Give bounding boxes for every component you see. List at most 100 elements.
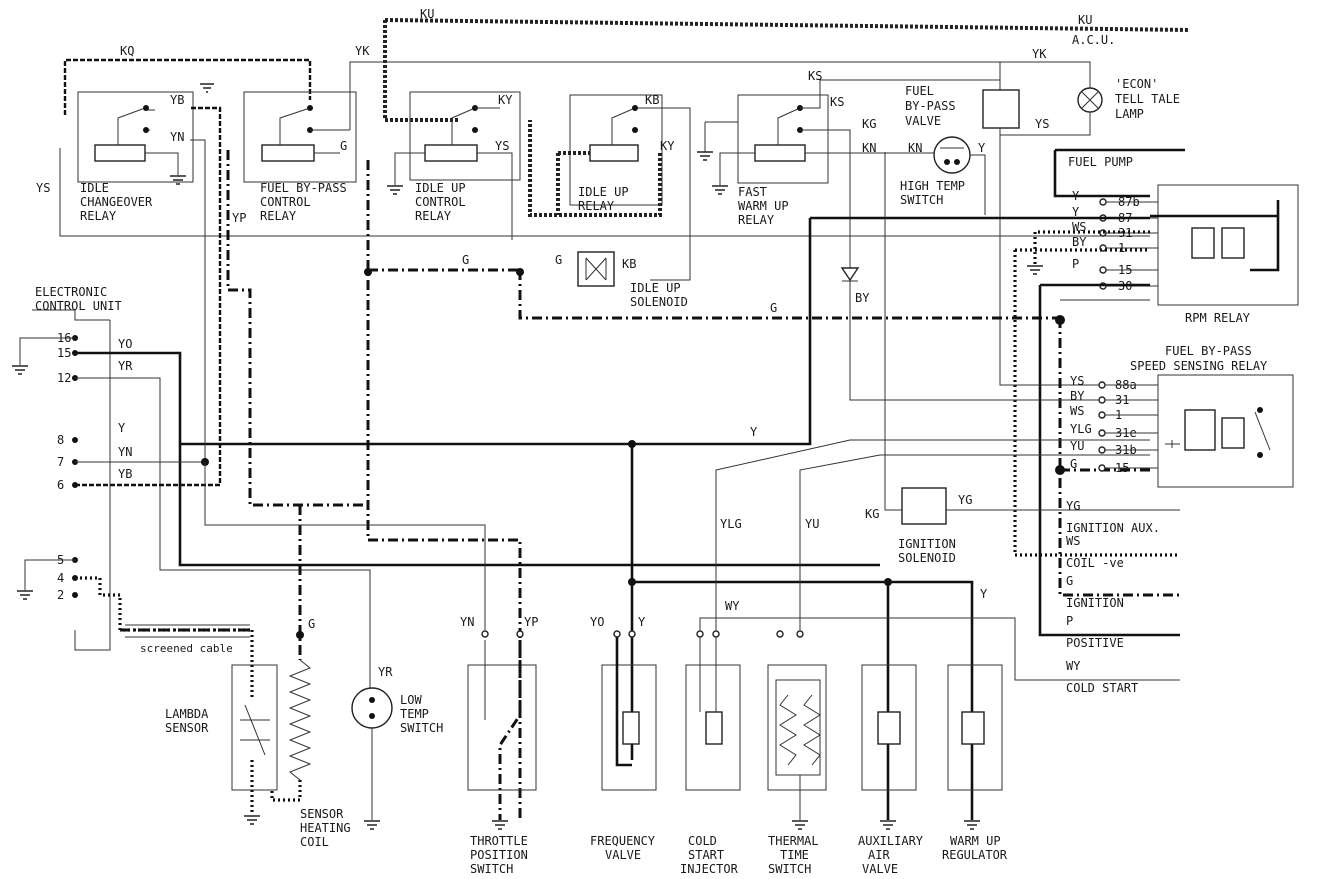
wire-code: Y	[638, 615, 646, 629]
harness-wire-code: G	[1066, 574, 1073, 588]
wire-code: KS	[830, 95, 844, 109]
idle-changeover-relay: YB YN IDLE CHANGEOVER RELAY YS	[36, 91, 194, 223]
ecu-pin-number: 15	[57, 346, 71, 360]
speed-pin-number: 31	[1115, 393, 1129, 407]
fuel-bypass-control-relay: G FUEL BY-PASS CONTROL RELAY	[200, 83, 357, 223]
fuel-bypass-valve: FUEL BY-PASS VALVE	[905, 84, 1150, 386]
harness-label: IGNITION AUX.	[1066, 521, 1160, 535]
screened-cable: screened cable	[120, 624, 250, 655]
speed-wire-code: YU	[1070, 439, 1084, 453]
rpm-wire-code: BY	[1072, 235, 1087, 249]
speed-pin-terminal	[1098, 381, 1106, 389]
relay-label: RELAY	[578, 199, 615, 213]
y-main-bus	[180, 218, 812, 446]
tps-label: SWITCH	[470, 862, 513, 876]
relay-label: FAST	[738, 185, 767, 199]
wire-code: G	[770, 301, 777, 315]
speed-wire-code: G	[1070, 457, 1077, 471]
harness-wire-code: P	[1066, 614, 1073, 628]
switch-label: SWITCH	[900, 193, 943, 207]
coil-label: HEATING	[300, 821, 351, 835]
kq-wire: KQ	[63, 44, 312, 115]
harness-wire-code: YG	[1066, 499, 1080, 513]
lambda-label: SENSOR	[165, 721, 209, 735]
rpm-pin-terminal	[1099, 198, 1107, 206]
idle-up-solenoid: KB IDLE UP SOLENOID	[577, 251, 688, 309]
valve-label: FUEL	[905, 84, 934, 98]
speed-wire-code: WS	[1070, 404, 1084, 418]
wire-code: YG	[958, 493, 972, 507]
warm-up-regulator: WARM UP REGULATOR	[942, 664, 1008, 862]
wire-code: WY	[725, 599, 740, 613]
high-temp-switch: KN Y HIGH TEMP SWITCH	[900, 136, 986, 215]
wire-code: YN	[460, 615, 474, 629]
screened-cable-label: screened cable	[140, 642, 233, 655]
wur-label: WARM UP	[950, 834, 1001, 848]
wire-code: Y	[980, 587, 988, 601]
speed-pin-terminal	[1098, 429, 1106, 437]
speed-pin-number: 31b	[1115, 443, 1137, 457]
relay-label: IDLE UP	[415, 181, 466, 195]
yu-wire	[799, 454, 1150, 630]
ws-dotted-bus	[1013, 230, 1180, 557]
wire-code: YP	[524, 615, 538, 629]
tts-label: TIME	[780, 848, 809, 862]
wire-code: YK	[1032, 47, 1047, 61]
wire-code: YR	[378, 665, 393, 679]
aav-label: AUXILIARY	[858, 834, 924, 848]
ecu-pin-number: 12	[57, 371, 71, 385]
positive-bus	[1038, 285, 1180, 637]
econ-tell-tale-lamp: 'ECON' TELL TALE LAMP YS	[1000, 77, 1180, 136]
speed-relay-label: FUEL BY-PASS	[1165, 344, 1252, 358]
wire-code: G	[555, 253, 562, 267]
solenoid-label: SOLENOID	[630, 295, 688, 309]
wire-code: G	[308, 617, 315, 631]
wire-code: YLG	[720, 517, 742, 531]
relay-label: CONTROL	[415, 195, 466, 209]
wire-code: YS	[495, 139, 509, 153]
speed-pin-number: 15	[1115, 461, 1129, 475]
wire-code: YN	[118, 445, 132, 459]
wire-code: G	[462, 253, 469, 267]
wire-code: YB	[118, 467, 132, 481]
fv-label: VALVE	[605, 848, 641, 862]
auxiliary-air-valve: AUXILIARY AIR VALVE	[858, 664, 924, 876]
rpm-pin-number: 87b	[1118, 195, 1140, 209]
csi-label: COLD	[688, 834, 717, 848]
wire-code: KY	[660, 139, 675, 153]
rpm-pin-number: 1	[1118, 241, 1125, 255]
speed-pin-terminal	[1098, 411, 1106, 419]
wire-code: KU	[1078, 13, 1092, 27]
switch-label: HIGH TEMP	[900, 179, 965, 193]
ecu-pin-number: 8	[57, 433, 64, 447]
low-temp-label: TEMP	[400, 707, 429, 721]
speed-wire-code: YS	[1070, 374, 1084, 388]
ylg-wire	[715, 439, 1150, 630]
tps-label: POSITION	[470, 848, 528, 862]
harness-label: IGNITION	[1066, 596, 1124, 610]
harness-label: POSITIVE	[1066, 636, 1124, 650]
relay-bus-line	[59, 148, 1150, 237]
wire-code: KS	[808, 69, 822, 83]
tps-label: THROTTLE	[470, 834, 528, 848]
speed-pin-terminal	[1098, 464, 1106, 472]
wire-code: YU	[805, 517, 819, 531]
cold-start-injector: COLD START INJECTOR	[680, 630, 741, 876]
wire-code: G	[340, 139, 347, 153]
csi-label: START	[688, 848, 724, 862]
fast-warm-up-relay: KS KS KG KN FAST WARM UP RELAY	[697, 69, 1000, 270]
wy-wire	[699, 617, 1180, 681]
ecu-pin-number: 7	[57, 455, 64, 469]
frequency-valve: YO Y FREQUENCY VALVE	[590, 615, 657, 862]
tts-label: THERMAL	[768, 834, 819, 848]
low-temp-switch: YR LOW TEMP SWITCH	[351, 665, 443, 830]
wire-code: YN	[170, 130, 184, 144]
ecu-label: ELECTRONIC	[35, 285, 107, 299]
aav-label: AIR	[868, 848, 890, 862]
rpm-pin-terminal	[1099, 266, 1107, 274]
ecu-label: CONTROL UNIT	[35, 299, 122, 313]
lamp-label: LAMP	[1115, 107, 1144, 121]
wire-code: YS	[36, 181, 50, 195]
rpm-relay-label: RPM RELAY	[1185, 311, 1251, 325]
